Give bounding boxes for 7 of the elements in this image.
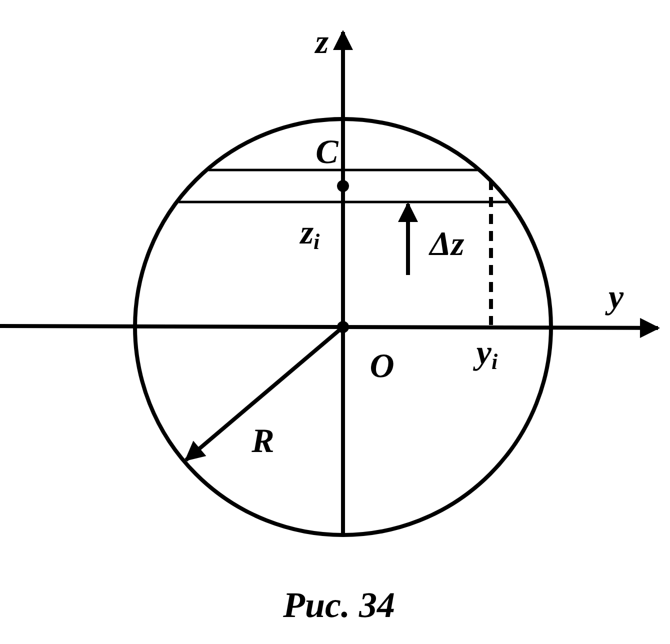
- axis-label: Δz: [430, 228, 464, 262]
- axis-label: O: [370, 350, 394, 384]
- figure-caption: Рис. 34: [283, 587, 395, 623]
- axis-label: R: [252, 425, 274, 459]
- axis-label: z$_{i}$: [300, 216, 320, 254]
- axis-label: C: [316, 136, 338, 170]
- axis-label: z: [315, 26, 329, 60]
